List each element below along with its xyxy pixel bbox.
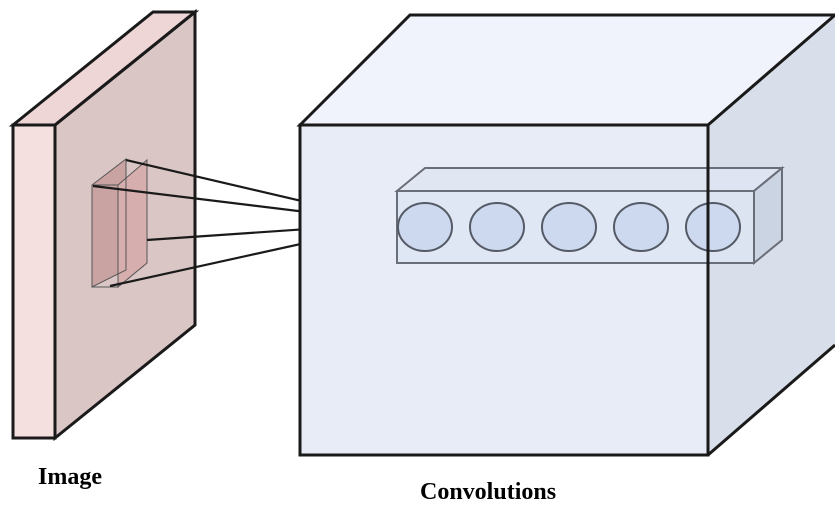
- neuron-column: [394, 165, 785, 266]
- neuron-4: [613, 202, 669, 252]
- image-slab-top: [13, 12, 195, 125]
- image-label: Image: [38, 464, 102, 490]
- image-slab-side: [13, 125, 55, 438]
- image-slab: [8, 8, 200, 442]
- neuron-2: [469, 202, 525, 252]
- convolutions-label: Convolutions: [420, 479, 557, 505]
- neuron-1: [397, 202, 453, 252]
- receptive-field-patch: [91, 157, 148, 289]
- neurons: [397, 202, 741, 252]
- column-top: [394, 167, 785, 192]
- neuron-3: [541, 202, 597, 252]
- neuron-5: [685, 202, 741, 252]
- cube-top: [300, 15, 835, 125]
- cube-outline: [296, 13, 835, 457]
